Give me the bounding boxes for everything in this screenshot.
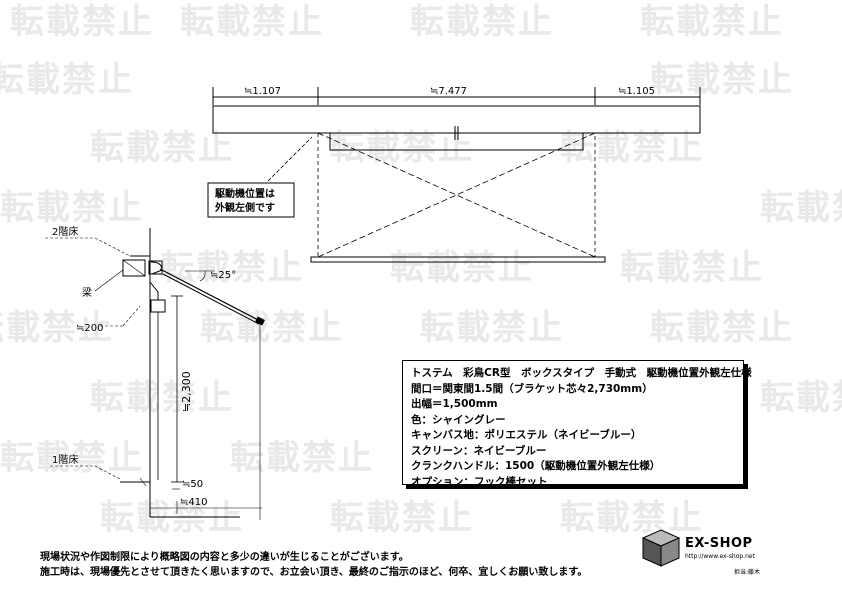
logo-person: 担当:藤木 (734, 569, 761, 576)
awning-housing (150, 261, 163, 275)
floor1-mark (139, 477, 147, 487)
wall-strip (212, 105, 701, 134)
spec-color: 色：シャイングレー (411, 413, 506, 426)
awning-arm (159, 268, 263, 323)
dim-center-label: ≒7.477 (430, 86, 467, 97)
section-view: 2階床 梁 ≒25° ≒200 (45, 225, 265, 520)
angle-label: ≒25° (210, 270, 236, 281)
beam-label: 梁 (82, 286, 92, 299)
awning-box (329, 132, 584, 151)
hook-bracket (149, 281, 159, 300)
drive-note-line1: 駆動機位置は (214, 187, 275, 200)
awning-diagonal (317, 132, 596, 258)
footer-notes: 現場状況や作図制限により概略図の内容と多少の違いが生じることがございます。 施工… (40, 550, 587, 580)
beam-leader (94, 269, 124, 292)
awning-arm (162, 273, 260, 325)
note-leader (267, 136, 313, 182)
front-bar-section (255, 316, 265, 326)
plan-view: ≒1.107 ≒7.477 ≒1.105 駆動機位置は 外観左側です (207, 86, 701, 263)
spec-option: オプション：フック棒セット (411, 475, 548, 488)
floor1-label: 1階床 (52, 453, 78, 466)
awning-diagonal (317, 132, 596, 258)
wall-bracket (150, 299, 166, 313)
height-label: ≒2,300 (180, 371, 193, 412)
beam (122, 259, 146, 277)
logo-url[interactable]: http://www.ex-shop.net (685, 553, 755, 560)
spec-projection: 出幅＝1,500mm (411, 398, 498, 410)
spec-crank: クランクハンドル：1500（駆動機位置外観左仕様） (411, 460, 661, 472)
front-bar (310, 256, 606, 263)
drive-note-line2: 外観左側です (214, 201, 275, 214)
beam-hatch (122, 259, 146, 277)
dim-left-label: ≒1.107 (244, 86, 281, 97)
spec-width: 間口＝関東間1.5間（ブラケット芯々2,730mm） (411, 382, 653, 395)
angle-arc (199, 270, 206, 282)
spec-screen: スクリーン：ネイビーブルー (411, 444, 547, 457)
spec-box: トステム 彩鳥CR型 ボックスタイプ 手動式 駆動機位置外観左仕様 間口＝関東間… (402, 360, 752, 488)
drive-note-box (207, 182, 295, 218)
ex-shop-logo-icon (641, 529, 681, 567)
beam-drop-leader (122, 305, 141, 327)
note-line-1: 現場状況や作図制限により概略図の内容と多少の違いが生じることがございます。 (40, 552, 409, 563)
floor1-leader (94, 465, 121, 480)
spec-title: トステム 彩鳥CR型 ボックスタイプ 手動式 駆動機位置外観左仕様 (411, 367, 752, 379)
projection-label: ≒410 (180, 497, 207, 508)
logo-name: EX-SHOP (685, 536, 753, 551)
floor-gap-label: ≒50 (182, 479, 203, 490)
note-line-2: 施工時は、現場優先とさせて頂きたく思いますので、お立会い頂き、最終のご指示のほど… (40, 567, 588, 578)
dim-right-label: ≒1.105 (618, 86, 655, 97)
spec-canvas: キャンバス地：ポリエステル（ネイビーブルー） (411, 429, 642, 441)
awning-bracket (148, 260, 163, 275)
floor2-label: 2階床 (52, 225, 78, 238)
beam-drop-label: ≒200 (76, 323, 103, 334)
floor2-leader (94, 237, 131, 257)
